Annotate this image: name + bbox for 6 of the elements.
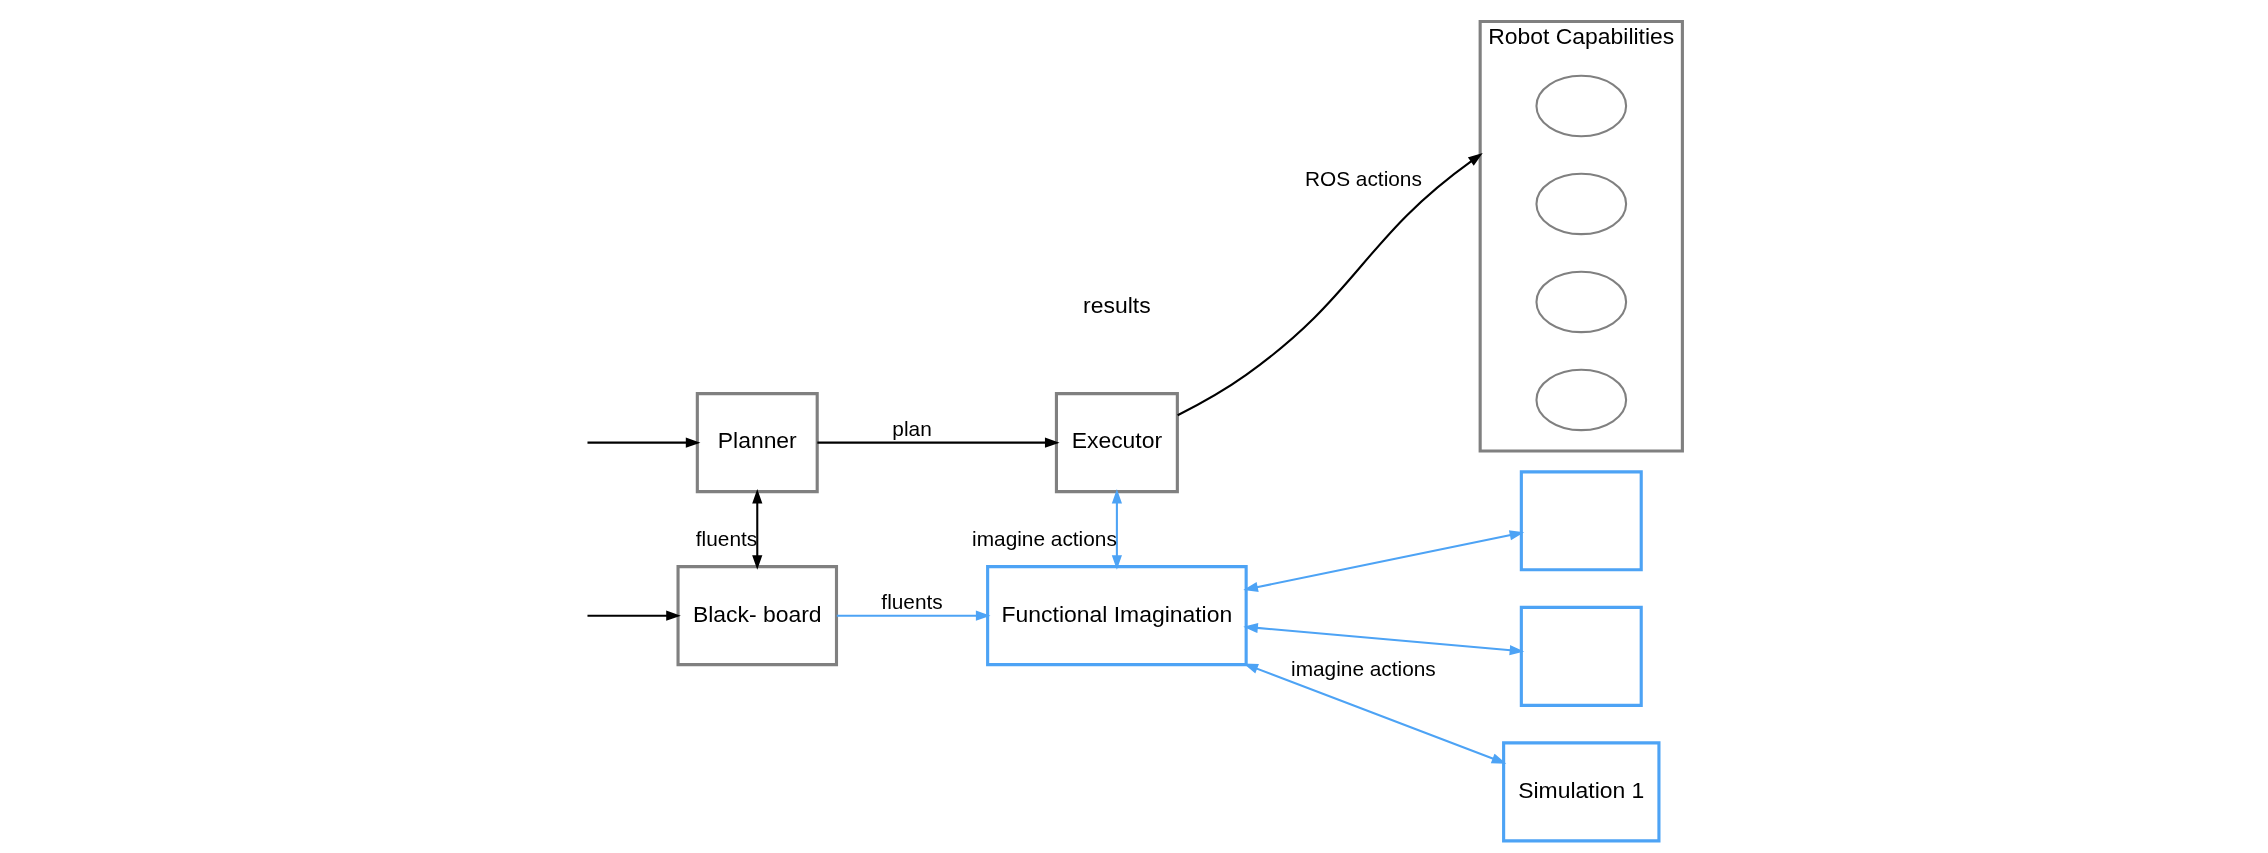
edge-label: ROS actions	[1304, 166, 1422, 190]
edge-label: imagine actions	[971, 526, 1117, 550]
label: results	[1082, 291, 1151, 318]
edge-label: plan	[891, 416, 932, 440]
edge-label: fluents	[880, 589, 943, 613]
edge-label: imagine actions	[1290, 656, 1436, 680]
